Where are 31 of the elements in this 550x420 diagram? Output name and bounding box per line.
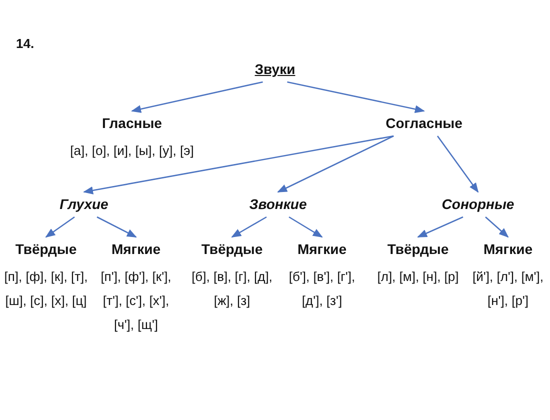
arrow	[417, 216, 464, 238]
arrow	[485, 216, 509, 238]
group-heading: Сонорные	[442, 195, 514, 213]
sound-list: [б], [в], [г], [д], [ж], [з]	[186, 265, 278, 313]
sound-list: [б'], [в'], [г'], [д'], [з']	[279, 265, 365, 313]
category-heading: Мягкие	[483, 240, 533, 258]
category-heading: Мягкие	[111, 240, 161, 258]
category-heading: Твёрдые	[387, 240, 449, 258]
category-heading: Твёрдые	[15, 240, 77, 258]
category-heading: Мягкие	[297, 240, 347, 258]
sound-list: [п'], [ф'], [к'], [т'], [с'], [х'], [ч'], [щ']	[98, 265, 174, 337]
sound-list: [а], [о], [и], [ы], [у], [э]	[70, 139, 194, 163]
arrow	[287, 81, 425, 114]
exercise-number: 14.	[16, 36, 34, 51]
sound-list: [л], [м], [н], [р]	[376, 265, 460, 289]
category-heading: Твёрдые	[201, 240, 263, 258]
arrow	[131, 81, 263, 113]
arrow	[436, 136, 479, 193]
arrow	[83, 135, 394, 194]
group-heading: Глухие	[60, 195, 108, 213]
sound-list: [й'], [л'], [м'], [н'], [р']	[469, 265, 547, 313]
arrow	[231, 216, 267, 238]
sound-list: [п], [ф], [к], [т], [ш], [с], [х], [ц]	[2, 265, 90, 313]
group-heading: Звонкие	[249, 195, 307, 213]
root-heading: Звуки	[254, 60, 296, 78]
arrow	[288, 216, 323, 238]
arrow	[45, 216, 75, 238]
arrow	[277, 135, 394, 193]
category-heading: Согласные	[386, 114, 462, 132]
arrow	[96, 216, 137, 238]
category-heading: Гласные	[102, 114, 162, 132]
